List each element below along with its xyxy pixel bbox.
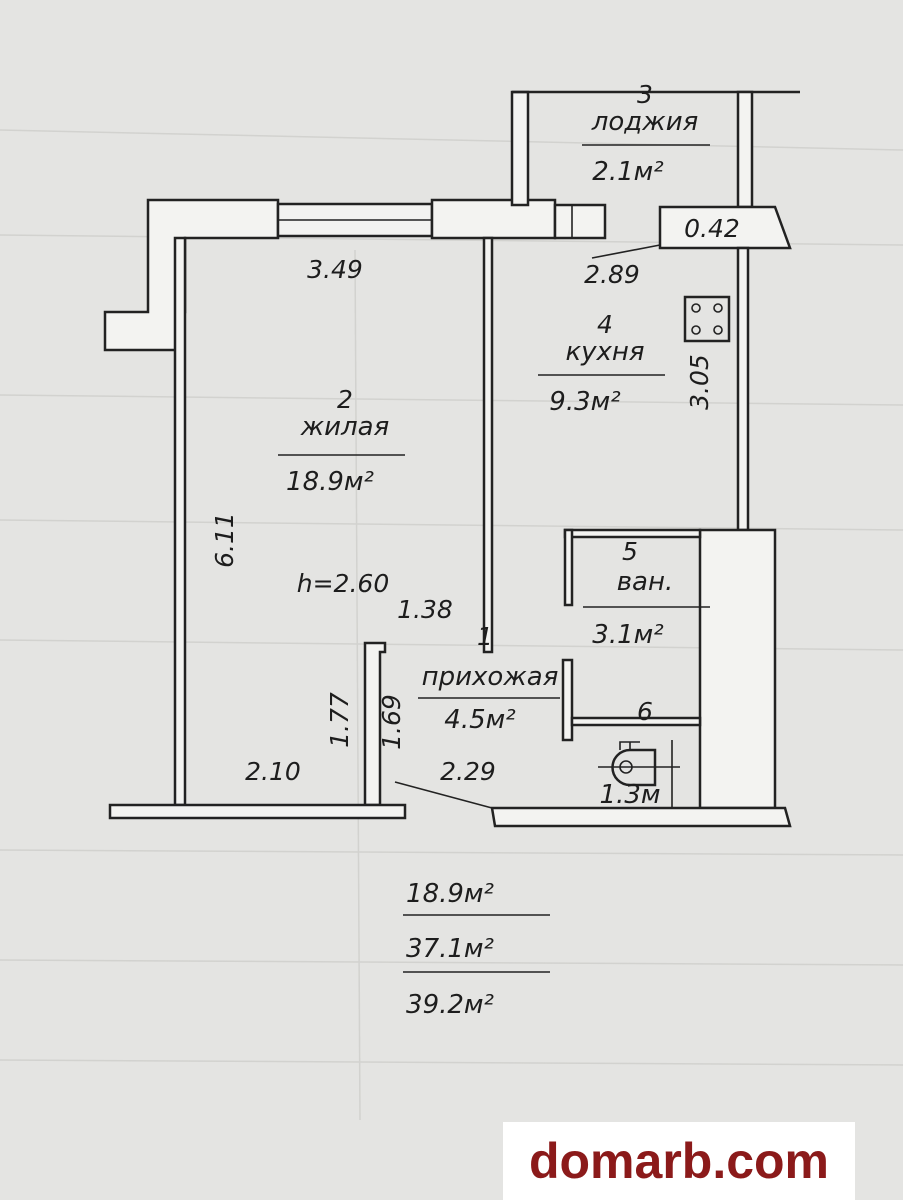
svg-text:2.29: 2.29 <box>440 757 496 786</box>
svg-text:18.9м²: 18.9м² <box>406 879 494 909</box>
room-hall: 1 прихожая 4.5м² <box>418 622 560 735</box>
svg-text:жилая: жилая <box>300 412 390 442</box>
svg-text:ван.: ван. <box>617 567 674 597</box>
svg-text:1.69: 1.69 <box>377 694 406 750</box>
svg-text:1.3м: 1.3м <box>600 780 661 810</box>
svg-text:1.77: 1.77 <box>325 692 354 748</box>
boiler-icon <box>598 741 680 787</box>
svg-text:4.5м²: 4.5м² <box>444 705 515 735</box>
svg-text:1.38: 1.38 <box>397 595 453 624</box>
svg-text:6: 6 <box>637 697 653 726</box>
room-loggia: 3 лоджия 2.1м² <box>582 80 710 187</box>
room-kitchen: 4 кухня 9.3м² <box>538 310 665 417</box>
svg-text:5: 5 <box>622 537 638 566</box>
svg-text:6.11: 6.11 <box>210 512 239 568</box>
svg-text:9.3м²: 9.3м² <box>549 387 620 417</box>
room-bath: 5 ван. 3.1м² <box>583 537 710 650</box>
svg-text:2.10: 2.10 <box>245 757 301 786</box>
svg-text:кухня: кухня <box>565 337 644 367</box>
svg-text:h=2.60: h=2.60 <box>297 569 389 598</box>
room-wc: 6 1.3м <box>600 697 661 810</box>
svg-text:2: 2 <box>337 385 353 414</box>
door-swing-line <box>394 781 493 809</box>
svg-text:3.1м²: 3.1м² <box>592 620 663 650</box>
room-living: 2 жилая 18.9м² <box>278 385 405 497</box>
stove-icon <box>683 295 731 343</box>
svg-text:2.89: 2.89 <box>584 260 640 289</box>
svg-text:1: 1 <box>477 622 493 651</box>
svg-text:37.1м²: 37.1м² <box>406 934 494 964</box>
svg-text:3.49: 3.49 <box>307 255 363 284</box>
svg-text:3.05: 3.05 <box>685 354 714 410</box>
svg-text:18.9м²: 18.9м² <box>286 467 374 497</box>
background-form-lines <box>0 129 903 1121</box>
walls <box>103 90 800 828</box>
svg-text:4: 4 <box>597 310 613 339</box>
watermark-text: domarb.com <box>528 1133 830 1189</box>
svg-text:2.1м²: 2.1м² <box>592 157 663 187</box>
dimensions: 3.49 6.11 h=2.60 1.38 1.77 1.69 2.10 2.2… <box>210 214 740 786</box>
svg-text:0.42: 0.42 <box>684 214 740 243</box>
svg-text:39.2м²: 39.2м² <box>406 990 494 1020</box>
area-totals: 18.9м² 37.1м² 39.2м² <box>403 879 550 1020</box>
svg-text:3: 3 <box>637 80 653 109</box>
watermark: domarb.com <box>503 1122 855 1200</box>
svg-text:прихожая: прихожая <box>422 662 559 692</box>
loggia-step-block <box>658 205 792 250</box>
svg-text:лоджия: лоджия <box>591 107 698 137</box>
